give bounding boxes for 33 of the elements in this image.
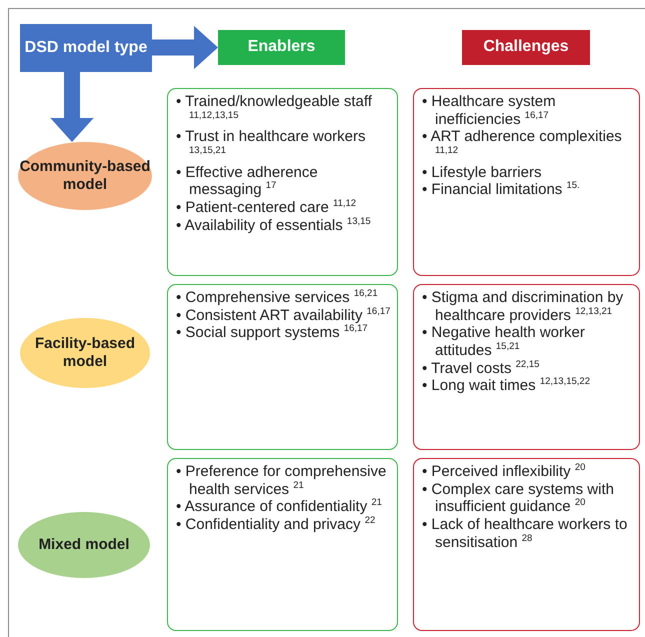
model-ellipse: Facility-based model xyxy=(20,318,150,388)
category-box: DSD model type xyxy=(20,24,152,72)
list-item: • Travel costs $^{22,15}$ xyxy=(422,360,540,378)
list-item: • Assurance of confidentiality $^{21}$ xyxy=(176,498,383,516)
column-header: Enablers xyxy=(218,30,345,65)
list-item: • Confidentiality and privacy $^{22}$ xyxy=(176,516,376,534)
challenges-card xyxy=(413,458,640,631)
list-item: • Lack of healthcare workers to sensitisation $^{28}$ xyxy=(422,516,628,552)
list-item: • Effective adherence messaging $^{17}$ xyxy=(176,164,319,200)
list-item: • Patient-centered care $^{11,12}$ xyxy=(176,199,358,217)
list-item: • Preference for comprehensive health services $^{21}$ xyxy=(176,463,388,498)
enablers-card xyxy=(167,284,398,450)
list-item: • Consistent ART availability $^{16,17}$ xyxy=(176,306,391,324)
model-ellipse: Mixed model xyxy=(18,512,150,578)
challenges-card xyxy=(413,88,640,276)
list-item: • Social support systems $^{16,17}$ xyxy=(176,324,369,342)
block-arrow xyxy=(152,26,218,70)
challenges-card xyxy=(413,284,640,450)
list-item: • Comprehensive services $^{16,21}$ xyxy=(176,289,379,307)
list-item: • Negative health worker attitudes $^{15,21}$ xyxy=(422,324,586,360)
list-item: • Healthcare system inefficiencies $^{16,17}$ xyxy=(422,93,557,128)
model-ellipse: Community-based model xyxy=(18,142,152,210)
list-item: • Financial limitations $^{15.}$ xyxy=(422,181,581,200)
list-item: • Long wait times $^{12,13,15,22}$ xyxy=(422,377,591,396)
enablers-card xyxy=(167,458,398,631)
list-item: • Stigma and discrimination by healthcare providers $^{12,13,21}$ xyxy=(422,289,624,324)
list-item: • Complex care systems with insufficient guidance $^{20}$ xyxy=(422,480,615,516)
list-item: • Perceived inflexibility $^{20}$ xyxy=(422,463,586,481)
enablers-card xyxy=(167,88,398,276)
block-arrow xyxy=(50,72,94,142)
list-item: • Lifestyle barriers xyxy=(422,164,542,182)
list-item: • Availability of essentials $^{13,15}$ xyxy=(176,216,372,234)
column-header: Challenges xyxy=(462,30,590,65)
